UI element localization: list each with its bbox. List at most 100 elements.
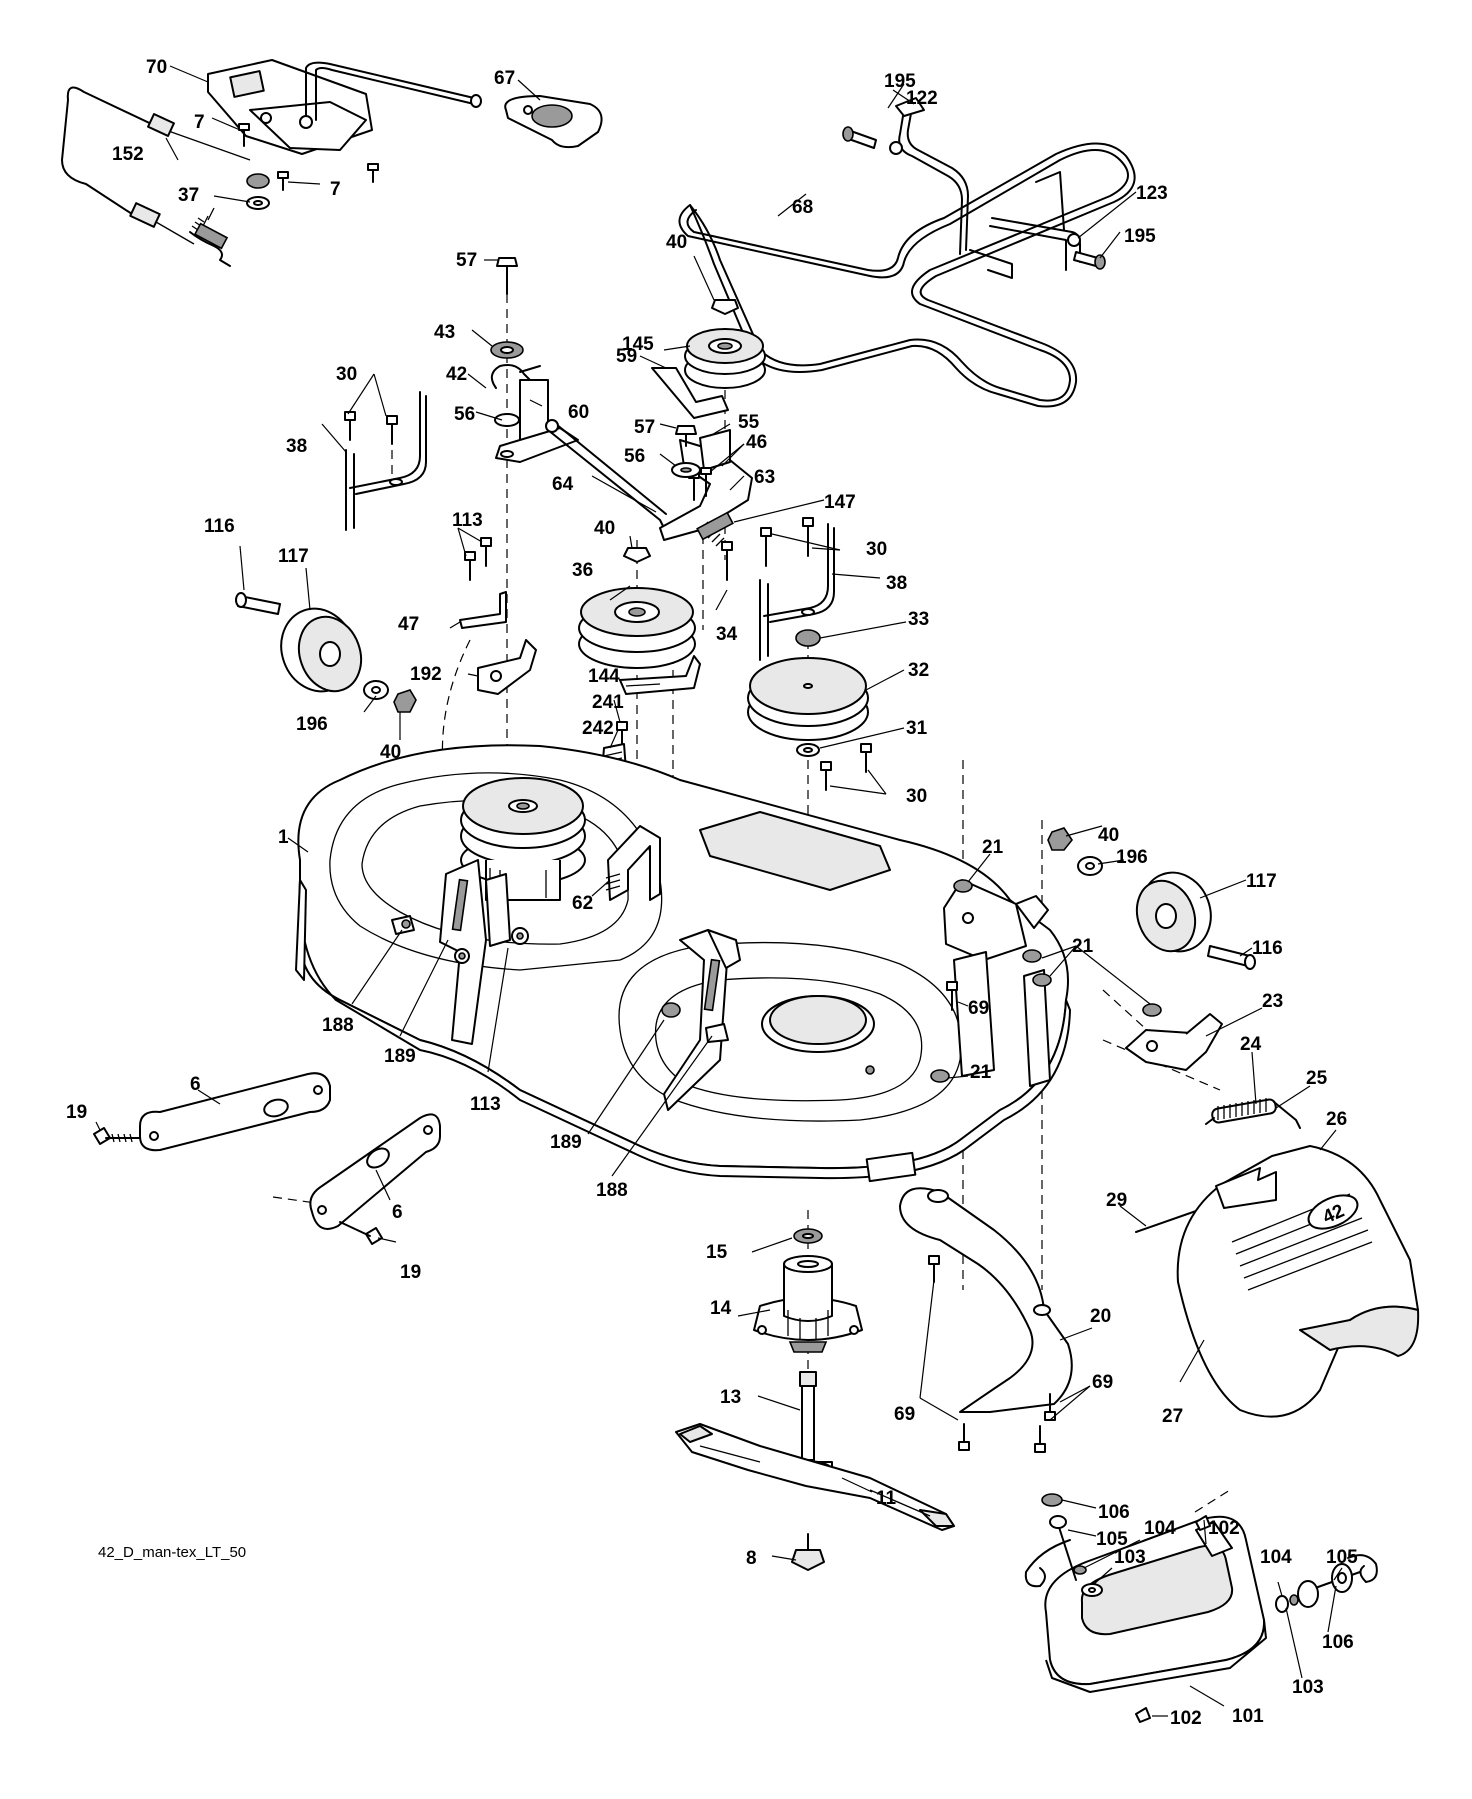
callout-57: 57 [456, 250, 477, 271]
part-14-spindle-housing [753, 1255, 863, 1353]
part-32-blade-pulley [747, 657, 869, 741]
callout-105: 105 [1326, 1547, 1358, 1568]
callout-62: 62 [572, 893, 593, 914]
part-19-bolts [93, 1127, 383, 1245]
callout-23: 23 [1262, 991, 1283, 1012]
part-40-nut-upper [623, 547, 651, 563]
callout-11: 11 [876, 1488, 897, 1509]
callout-30: 30 [866, 539, 887, 560]
callout-189: 189 [384, 1046, 416, 1067]
callout-145: 145 [622, 334, 654, 355]
callout-64: 64 [552, 474, 574, 495]
part-33-nut [795, 629, 821, 647]
callout-196: 196 [296, 714, 328, 735]
callout-38: 38 [286, 436, 307, 457]
part-145-idler-pulley [684, 299, 766, 389]
callout-104: 104 [1260, 1547, 1292, 1568]
callout-70: 70 [146, 57, 167, 78]
part-38-right-belt-keeper [721, 517, 835, 661]
callout-56: 56 [624, 446, 645, 467]
part-144-bracket [619, 655, 701, 695]
part-68-drive-belt [678, 142, 1136, 408]
callout-7: 7 [194, 112, 205, 133]
callout-102: 102 [1170, 1708, 1202, 1729]
callout-189: 189 [550, 1132, 582, 1153]
callout-241: 241 [592, 692, 624, 713]
part-195-bolts [842, 126, 1106, 270]
callout-42: 42 [446, 364, 467, 385]
callout-69: 69 [1092, 1372, 1113, 1393]
right-gauge-wheel [1047, 827, 1256, 970]
callout-8: 8 [746, 1548, 757, 1569]
deck-spindle-pulley [460, 777, 586, 901]
part-38-left-belt-keeper [344, 391, 427, 531]
callout-21: 21 [1072, 936, 1094, 957]
callout-29: 29 [1106, 1190, 1127, 1211]
part-57-56-bolt-spacer [671, 425, 701, 478]
part-188-bolt-left [391, 915, 415, 935]
callout-69: 69 [968, 998, 989, 1019]
callout-116: 116 [204, 516, 235, 537]
callout-14: 14 [710, 1298, 732, 1319]
deck-right-mount-bracket [663, 929, 741, 1111]
callout-40: 40 [1098, 825, 1119, 846]
part-152-cable [61, 86, 251, 267]
part-47-bracket [459, 591, 507, 629]
callout-15: 15 [706, 1242, 728, 1263]
part-11-blade [675, 1423, 955, 1531]
part-101-mulch-plug [1044, 1515, 1267, 1693]
part-62-bracket [605, 825, 661, 901]
callout-38: 38 [886, 573, 907, 594]
part-8-blade-bolt [791, 1533, 825, 1571]
deck-right-side-bracket [943, 879, 1051, 1087]
callout-31: 31 [906, 718, 928, 739]
callout-36: 36 [572, 560, 593, 581]
callout-104: 104 [1144, 1518, 1176, 1539]
callout-69: 69 [894, 1404, 915, 1425]
callout-106: 106 [1098, 1502, 1130, 1523]
part-102-screw-upper [1195, 1515, 1211, 1531]
callout-105: 105 [1096, 1529, 1128, 1550]
part-192-bracket [477, 639, 537, 695]
callout-19: 19 [66, 1102, 87, 1123]
callout-26: 26 [1326, 1109, 1347, 1130]
callout-116: 116 [1252, 938, 1283, 959]
callout-123: 123 [1136, 183, 1168, 204]
callout-60: 60 [568, 402, 589, 423]
part-23-bracket [1125, 1013, 1223, 1071]
part-104-103-right-washers [1275, 1594, 1299, 1613]
callout-6: 6 [392, 1202, 403, 1223]
callout-43: 43 [434, 322, 455, 343]
callout-67: 67 [494, 68, 515, 89]
part-105-106-right-latch [1297, 1554, 1378, 1608]
callout-46: 46 [746, 432, 767, 453]
callout-103: 103 [1114, 1547, 1146, 1568]
callout-21: 21 [970, 1062, 992, 1083]
callout-40: 40 [380, 742, 401, 763]
callout-19: 19 [400, 1262, 421, 1283]
part-113-bolts [464, 537, 492, 581]
callout-32: 32 [908, 660, 929, 681]
part-102-screw-lower [1135, 1707, 1151, 1723]
callout-188: 188 [596, 1180, 628, 1201]
part-189-nut-right [661, 1002, 681, 1018]
callout-102: 102 [1208, 1518, 1240, 1539]
part-15-bearing [793, 1228, 823, 1244]
callout-195: 195 [884, 71, 916, 92]
part-24-25-spring [1205, 1098, 1301, 1129]
callout-147: 147 [824, 492, 856, 513]
callout-37: 37 [178, 185, 199, 206]
callout-59: 59 [616, 346, 637, 367]
callout-113: 113 [452, 510, 483, 531]
callout-195: 195 [1124, 226, 1156, 247]
callout-6: 6 [190, 1074, 201, 1095]
callout-242: 242 [582, 718, 614, 739]
callout-30: 30 [336, 364, 357, 385]
part-55-46-63-tensioner-bracket [659, 429, 753, 547]
leader-lines [95, 65, 1343, 1717]
callout-30: 30 [906, 786, 927, 807]
callout-106: 106 [1322, 1632, 1354, 1653]
callout-13: 13 [720, 1387, 741, 1408]
callout-68: 68 [792, 197, 813, 218]
